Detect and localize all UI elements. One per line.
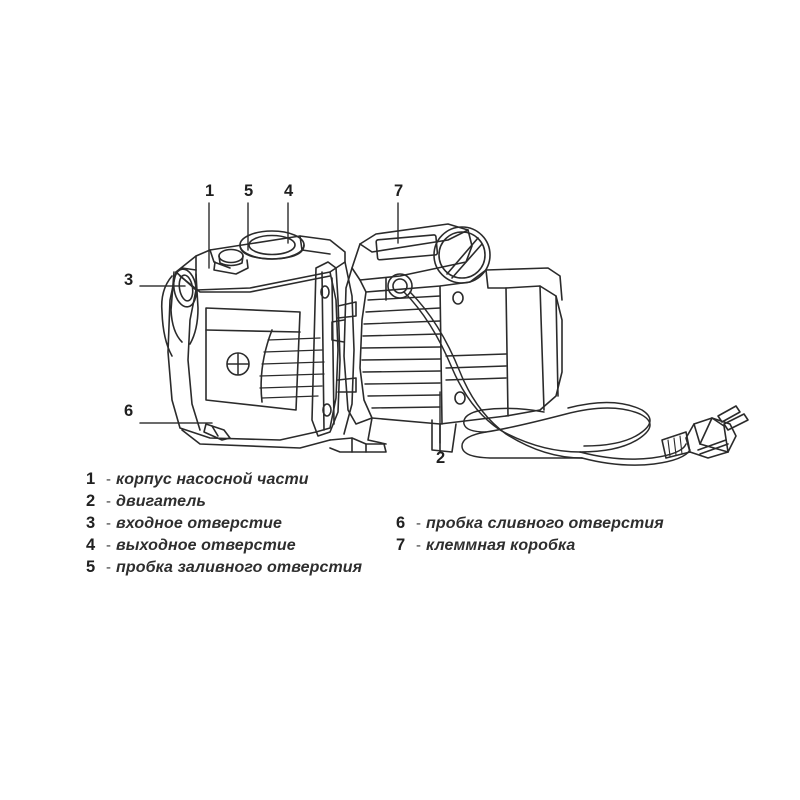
callout-number-7: 7 [394, 182, 404, 200]
pump-foot [181, 429, 387, 453]
legend-item-2: 2 - двигатель [86, 492, 416, 514]
legend-dash: - [106, 471, 111, 488]
inlet-port [170, 268, 199, 345]
legend-number: 2 [86, 492, 96, 510]
callout-number-3: 3 [124, 271, 134, 289]
legend-item-3: 3 - входное отверстие [86, 514, 416, 536]
callout-number-6: 6 [124, 402, 134, 420]
callout-number-4: 4 [284, 182, 294, 200]
legend-number: 5 [86, 558, 96, 576]
legend-number: 3 [86, 514, 96, 532]
legend-right-column: 6 - пробка сливного отверстия 7 - клеммн… [396, 514, 726, 558]
legend-label: пробка заливного отверстия [116, 559, 363, 576]
power-cord [403, 291, 691, 466]
callout-number-2: 2 [436, 449, 446, 467]
legend-dash: - [106, 493, 111, 510]
legend-dash: - [416, 537, 421, 554]
legend-number: 4 [86, 536, 96, 554]
legend-number: 7 [396, 536, 406, 554]
legend-dash: - [106, 537, 111, 554]
legend-item-1: 1 - корпус насосной части [86, 470, 416, 492]
legend-dash: - [106, 559, 111, 576]
legend-item-5: 5 - пробка заливного отверстия [86, 558, 416, 580]
legend-item-7: 7 - клеммная коробка [396, 536, 726, 558]
legend-label: пробка сливного отверстия [426, 515, 664, 532]
drain-plug [203, 423, 231, 441]
legend-dash: - [106, 515, 111, 532]
legend-dash: - [416, 515, 421, 532]
legend-number: 1 [86, 470, 96, 488]
legend-number: 6 [396, 514, 406, 532]
legend-label: двигатель [116, 493, 207, 510]
motor-body [331, 223, 563, 425]
legend-label: выходное отверстие [116, 537, 296, 554]
legend-label: клеммная коробка [426, 537, 576, 554]
legend-item-4: 4 - выходное отверстие [86, 536, 416, 558]
motor-foot [367, 417, 457, 453]
legend-left-column: 1 - корпус насосной части 2 - двигатель … [86, 470, 416, 580]
power-plug [661, 405, 749, 459]
callout-number-1: 1 [205, 182, 215, 200]
filler-plug [213, 248, 249, 275]
legend-label: входное отверстие [116, 515, 283, 532]
callout-number-5: 5 [244, 182, 254, 200]
pump-housing-body [160, 235, 355, 441]
legend-label: корпус насосной части [116, 471, 309, 488]
legend-item-6: 6 - пробка сливного отверстия [396, 514, 726, 536]
outlet-port [239, 230, 305, 260]
